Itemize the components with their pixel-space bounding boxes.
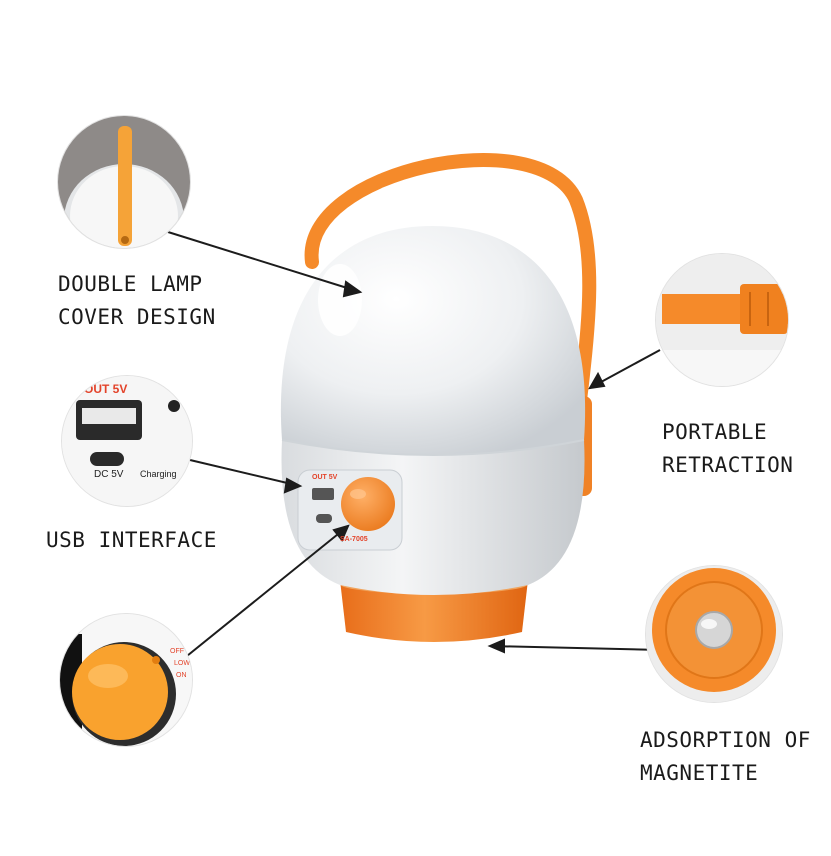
caption-portable: PORTABLE RETRACTION bbox=[662, 416, 793, 482]
detail-circle-usb: OUT 5V DC 5V Charging bbox=[62, 376, 192, 506]
caption-usb-line1: USB INTERFACE bbox=[46, 528, 217, 552]
out-5v-label: OUT 5V bbox=[84, 382, 128, 396]
detail-circle-lamp-cover bbox=[58, 116, 190, 248]
arrow-switch bbox=[181, 525, 349, 661]
caption-double-lamp-line1: DOUBLE LAMP bbox=[58, 272, 203, 296]
switch-knob bbox=[341, 477, 395, 531]
detail-circle-magnet bbox=[646, 566, 782, 702]
off-label: OFF bbox=[170, 648, 184, 655]
arrow-magnet bbox=[489, 645, 663, 651]
caption-portable-line1: PORTABLE bbox=[662, 420, 768, 444]
caption-portable-line2: RETRACTION bbox=[662, 453, 794, 477]
detail-circle-handle bbox=[656, 254, 788, 386]
charging-label: Charging bbox=[140, 469, 177, 479]
magnet-icon bbox=[695, 611, 733, 649]
usb-port-small bbox=[312, 488, 334, 500]
low-label: LOW bbox=[174, 660, 190, 667]
lamp-foot bbox=[340, 580, 528, 642]
caption-magnet: ADSORPTION OF MAGNETITE bbox=[640, 724, 811, 790]
lamp-out-label: OUT 5V bbox=[312, 474, 338, 481]
caption-usb: USB INTERFACE bbox=[46, 524, 217, 557]
arrow-usb bbox=[189, 459, 301, 487]
detail-circle-switch: OFF LOW ON bbox=[60, 614, 192, 746]
caption-magnet-line1: ADSORPTION OF bbox=[640, 728, 811, 752]
lamp-model-label: SA-7005 bbox=[340, 536, 368, 543]
arrow-lamp-cover bbox=[167, 231, 361, 293]
lamp-handle bbox=[304, 153, 597, 407]
lamp-dome bbox=[280, 226, 586, 455]
caption-double-lamp: DOUBLE LAMP COVER DESIGN bbox=[58, 268, 216, 334]
caption-magnet-line2: MAGNETITE bbox=[640, 761, 759, 785]
on-label: ON bbox=[176, 672, 187, 679]
caption-double-lamp-line2: COVER DESIGN bbox=[58, 305, 216, 329]
dc-5v-label: DC 5V bbox=[94, 469, 124, 480]
